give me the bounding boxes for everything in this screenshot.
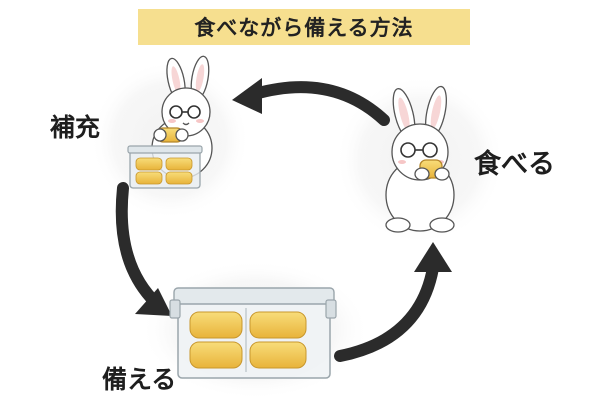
title-banner: 食べながら備える方法	[138, 9, 470, 45]
label-refill: 補充	[50, 113, 101, 142]
cycle-arrow-top	[232, 78, 390, 126]
glasses-icon-2	[400, 142, 438, 158]
label-store: 備える	[102, 365, 177, 394]
storage-container-icon	[169, 287, 337, 379]
storage-container-icon-small	[127, 145, 203, 189]
rabbit-illustration-eat	[385, 85, 455, 233]
cycle-arrow-right	[334, 242, 452, 362]
glasses-icon	[169, 105, 201, 119]
page-title: 食べながら備える方法	[194, 16, 414, 40]
cycle-arrow-left	[115, 182, 172, 316]
label-eat: 食べる	[474, 149, 555, 180]
